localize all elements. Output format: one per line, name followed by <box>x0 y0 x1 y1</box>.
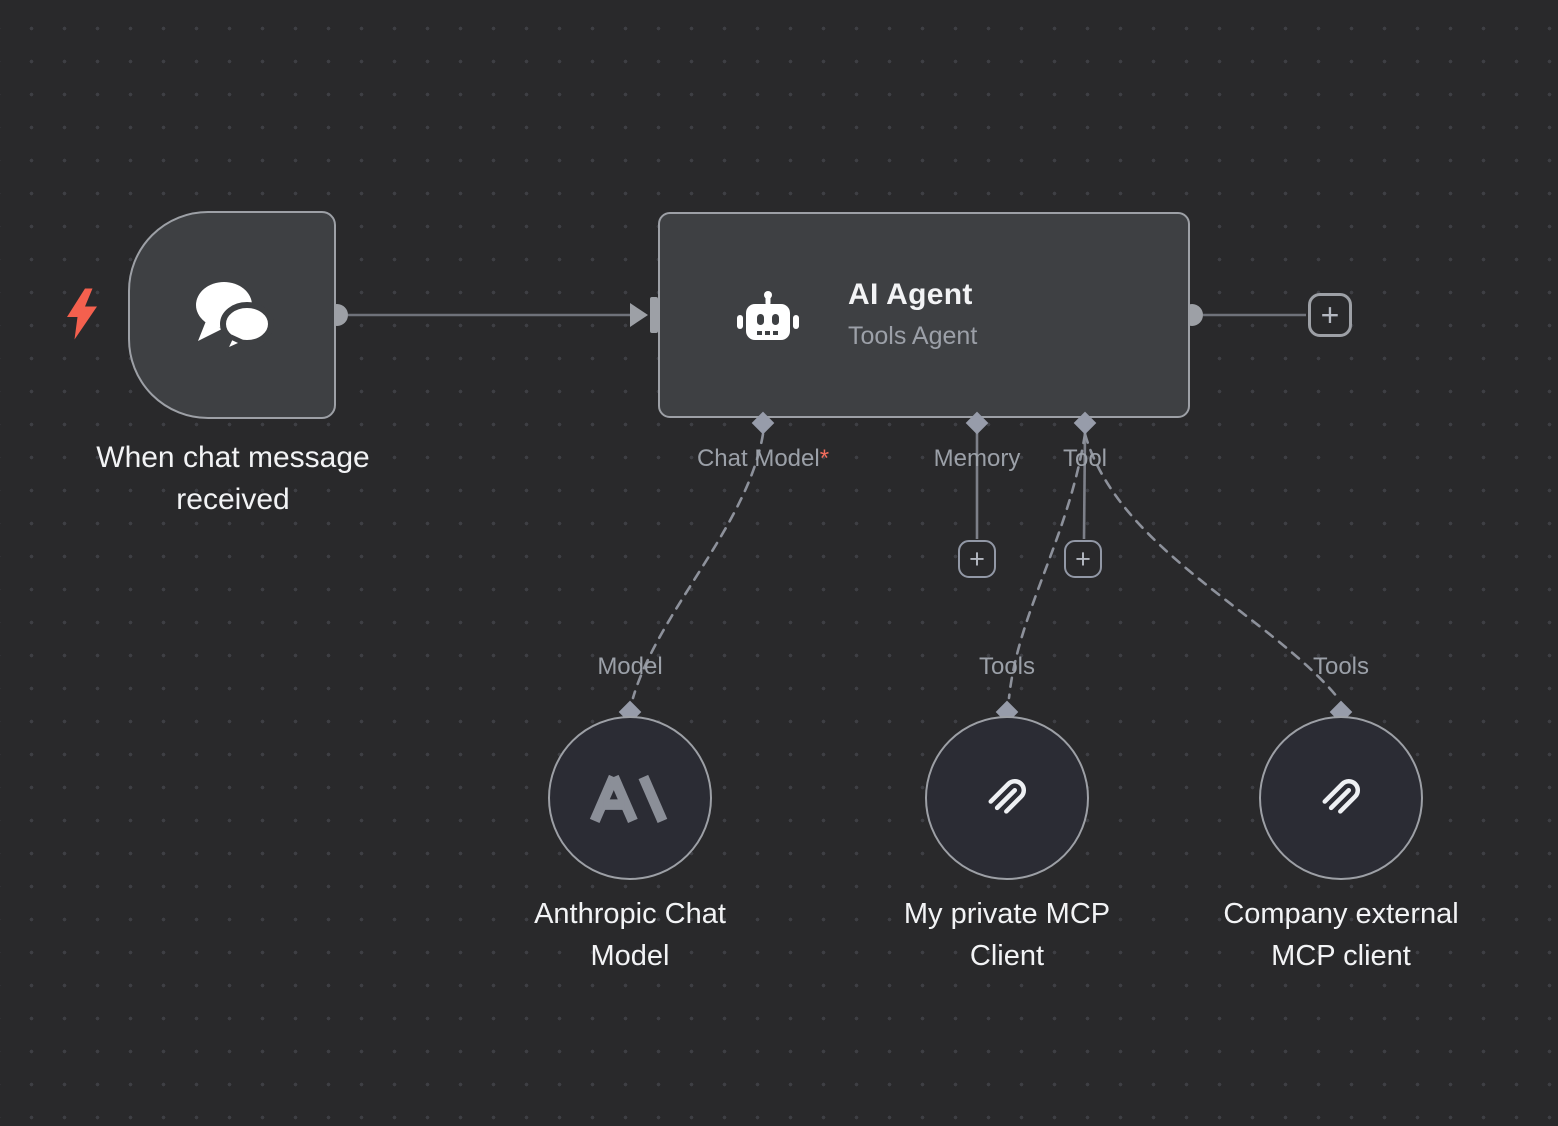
company-mcp-node-label[interactable]: Company external MCP client <box>1223 898 1459 972</box>
port-label-text: Memory <box>933 445 1021 472</box>
port-label-text: Chat Model <box>696 445 820 472</box>
node-company-mcp-client[interactable] <box>1259 716 1423 880</box>
agent-title: AI Agent <box>848 278 973 311</box>
chat-bubbles-icon <box>196 282 274 355</box>
trigger-node-label[interactable]: When chat message received <box>96 441 370 516</box>
node-private-mcp-client[interactable] <box>925 716 1089 880</box>
mcp-logo-icon <box>1322 778 1361 814</box>
port-label-memory: Memory <box>934 446 1021 472</box>
port-label-tools-private: Tools <box>978 653 1036 680</box>
port-label-model: Model <box>597 653 663 680</box>
mcp-logo-icon <box>988 778 1027 814</box>
node-ai-agent[interactable]: AI Agent Tools Agent <box>658 212 1190 418</box>
plus-icon: + <box>969 543 985 574</box>
connection-chatmodel-to-anthropic[interactable] <box>631 432 765 700</box>
agent-input-port[interactable] <box>650 297 658 333</box>
port-label-text: Tool <box>1062 445 1108 472</box>
connection-tool-to-add[interactable] <box>1082 431 1087 540</box>
anthropic-node-label[interactable]: Anthropic Chat Model <box>534 898 726 972</box>
plus-icon: + <box>1075 543 1091 574</box>
node-anthropic-chat-model[interactable] <box>548 716 712 880</box>
node-chat-trigger[interactable] <box>128 211 336 419</box>
lightning-bolt-icon <box>67 288 97 340</box>
add-node-button-memory[interactable]: + <box>958 540 996 578</box>
port-label-tools-company: Tools <box>1312 653 1370 680</box>
anthropic-logo-icon <box>589 774 668 824</box>
robot-icon <box>737 291 799 340</box>
agent-text-block: AI Agent Tools Agent <box>848 278 977 351</box>
required-marker: * <box>819 445 830 472</box>
private-mcp-node-label[interactable]: My private MCP Client <box>903 898 1111 972</box>
add-node-button-output[interactable]: + <box>1308 293 1352 337</box>
plus-icon: + <box>1320 297 1340 333</box>
port-label-tool: Tool <box>1063 446 1107 472</box>
connection-tool-to-company-mcp[interactable] <box>1083 432 1340 700</box>
connection-arrowhead-icon <box>630 303 648 327</box>
connection-tool-to-private-mcp[interactable] <box>1007 432 1087 700</box>
add-node-button-tool[interactable]: + <box>1064 540 1102 578</box>
port-label-chat-model: Chat Model* <box>697 446 829 472</box>
agent-subtitle: Tools Agent <box>848 322 978 350</box>
